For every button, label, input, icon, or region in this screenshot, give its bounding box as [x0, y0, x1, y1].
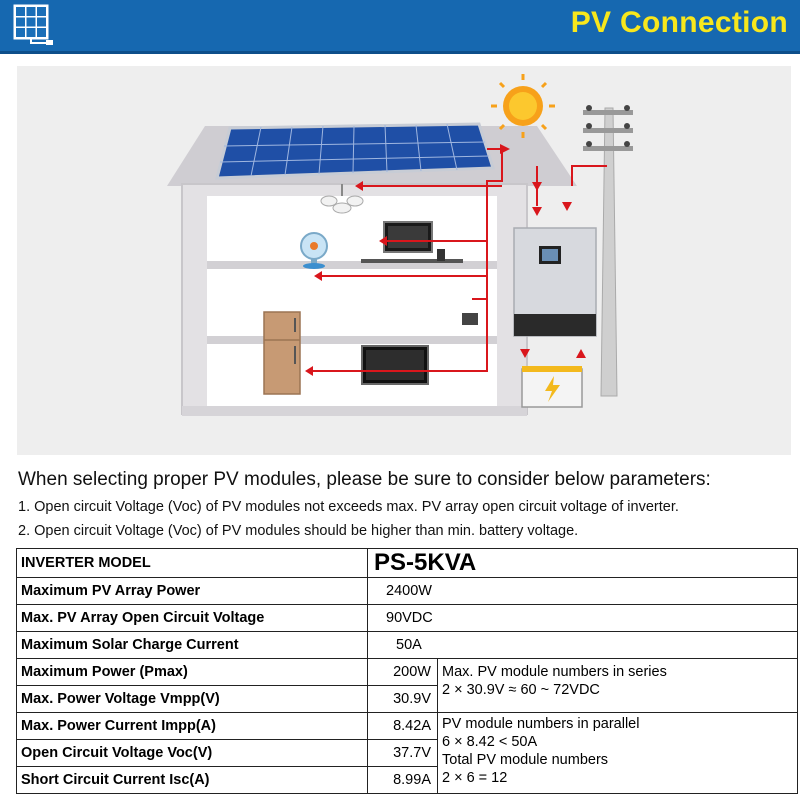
solar-panel-icon	[215, 122, 496, 180]
utility-pole-icon	[583, 105, 633, 397]
table-cell-value: 50A	[367, 631, 798, 659]
ceiling-lamp-icon	[320, 184, 364, 214]
note-2: 2. Open circuit Voltage (Voc) of PV modu…	[18, 523, 579, 539]
table-cell-value: 8.42A	[367, 712, 438, 740]
table-cell-value: 2400W	[367, 577, 798, 605]
solar-panel-icon	[13, 4, 53, 45]
inverter-icon	[513, 227, 597, 337]
header-band: PV Connection	[0, 0, 800, 54]
table-row: Open Circuit Voltage Voc(V) 37.7V	[16, 739, 798, 767]
table-cell-label: Maximum PV Array Power	[16, 577, 368, 605]
sun-icon	[491, 74, 555, 138]
table-cell-value: 8.99A	[367, 766, 438, 794]
series-note-line: 2 × 30.9V ≈ 60 ~ 72VDC	[442, 682, 600, 698]
fan-icon	[300, 232, 328, 269]
note-1: 1. Open circuit Voltage (Voc) of PV modu…	[18, 499, 679, 515]
page-title: PV Connection	[570, 6, 788, 39]
table-cell-label: INVERTER MODEL	[16, 548, 368, 578]
parallel-note-line: 2 × 6 = 12	[442, 770, 508, 786]
parallel-note-line: Total PV module numbers	[442, 752, 609, 768]
table-cell-value: 90VDC	[367, 604, 798, 632]
table-cell-value: 200W	[367, 658, 438, 686]
spec-table: INVERTER MODEL PS-5KVA Maximum PV Array …	[16, 548, 798, 794]
table-cell-label: Max. Power Voltage Vmpp(V)	[16, 685, 368, 713]
pv-system-illustration	[17, 66, 791, 455]
table-cell-label: Max. PV Array Open Circuit Voltage	[16, 604, 368, 632]
flow-arrow-icon	[305, 144, 586, 376]
table-cell-label: Short Circuit Current Isc(A)	[16, 766, 368, 794]
junction-box-icon	[462, 313, 478, 325]
battery-icon	[521, 366, 583, 408]
parallel-note-line: 6 × 8.42 < 50A	[442, 734, 538, 750]
table-row: Max. PV Array Open Circuit Voltage 90VDC	[16, 604, 798, 632]
parallel-note-line: PV module numbers in parallel	[442, 716, 640, 732]
model-value: PS-5KVA	[367, 548, 798, 578]
table-cell-label: Open Circuit Voltage Voc(V)	[16, 739, 368, 767]
flow-arrow-icon	[307, 148, 607, 372]
series-note-line: Max. PV module numbers in series	[442, 664, 667, 680]
table-cell-label: Max. Power Current Impp(A)	[16, 712, 368, 740]
tv-icon	[361, 221, 463, 263]
refrigerator-icon	[263, 311, 301, 395]
table-row: Maximum Solar Charge Current 50A	[16, 631, 798, 659]
table-row: Short Circuit Current Isc(A) 8.99A	[16, 766, 798, 794]
table-row: Maximum PV Array Power 2400W	[16, 577, 798, 605]
table-cell-label: Maximum Solar Charge Current	[16, 631, 368, 659]
table-cell-label: Maximum Power (Pmax)	[16, 658, 368, 686]
table-row: INVERTER MODEL PS-5KVA	[16, 548, 798, 578]
table-cell-value: 30.9V	[367, 685, 438, 713]
table-row: Max. Power Current Impp(A) 8.42A PV modu…	[16, 712, 798, 794]
table-row: Maximum Power (Pmax) 200W Max. PV module…	[16, 658, 798, 713]
intro-text: When selecting proper PV modules, please…	[18, 469, 711, 490]
table-row: Max. Power Voltage Vmpp(V) 30.9V	[16, 685, 798, 713]
parallel-note: PV module numbers in parallel 6 × 8.42 <…	[437, 712, 798, 794]
table-cell-value: 37.7V	[367, 739, 438, 767]
monitor-icon	[361, 345, 429, 385]
series-note: Max. PV module numbers in series 2 × 30.…	[437, 658, 798, 713]
